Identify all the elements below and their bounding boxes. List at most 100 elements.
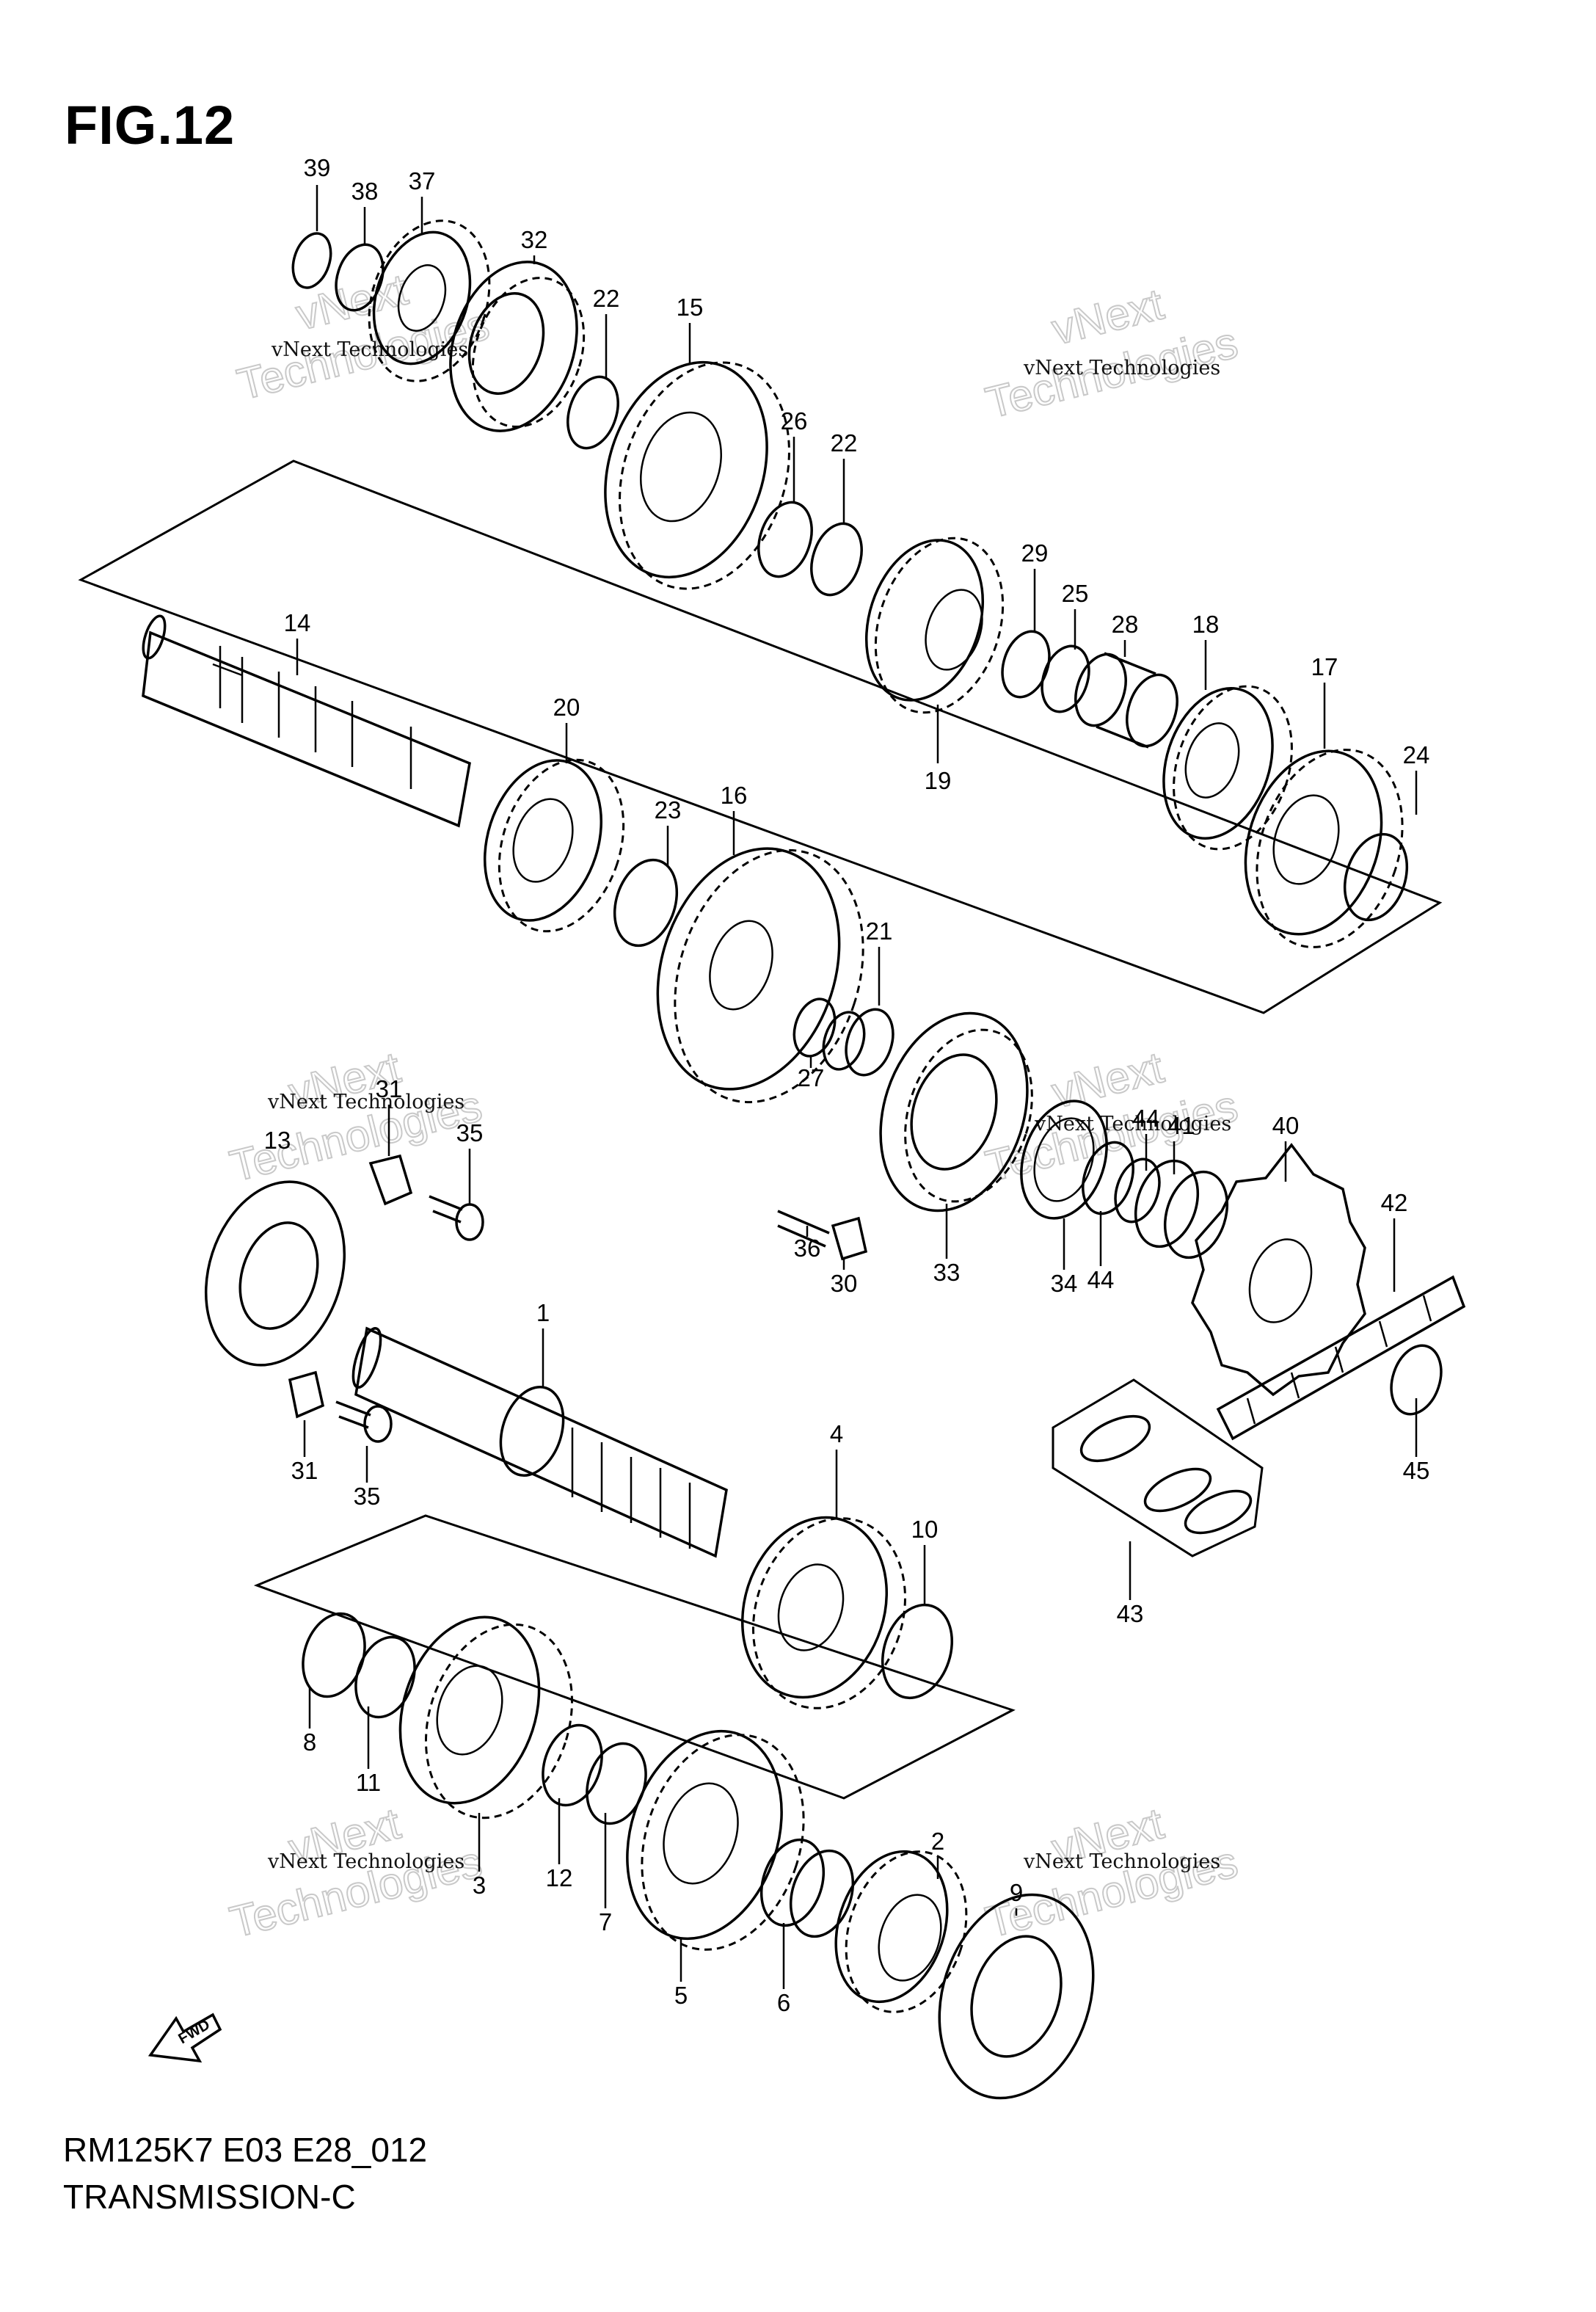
callout-25: 25 bbox=[1062, 580, 1089, 607]
callout-28: 28 bbox=[1112, 611, 1139, 638]
callout-17: 17 bbox=[1311, 653, 1338, 680]
chain-joint-43 bbox=[1079, 1414, 1253, 1535]
callout-31-a: 31 bbox=[376, 1075, 403, 1102]
circlip-39 bbox=[291, 232, 332, 289]
screw-head-35-bottom bbox=[363, 1405, 393, 1443]
callout-22-a: 22 bbox=[593, 285, 620, 312]
leader-lines bbox=[296, 185, 1418, 1989]
countershaft-frame bbox=[78, 459, 1443, 1014]
callout-22-b: 22 bbox=[831, 429, 858, 457]
watermark-top-right: Technologies vNext vNext Technologies bbox=[980, 278, 1243, 428]
callout-6: 6 bbox=[777, 1989, 790, 2016]
callout-12: 12 bbox=[546, 1864, 573, 1891]
gear-4 bbox=[740, 1516, 906, 1709]
gear-16 bbox=[656, 847, 864, 1104]
o-ring-44-a bbox=[1082, 1141, 1134, 1215]
callout-44-b: 44 bbox=[1087, 1266, 1115, 1293]
callout-7: 7 bbox=[599, 1908, 612, 1935]
callout-37: 37 bbox=[409, 167, 436, 195]
circlip-21 bbox=[845, 1008, 894, 1077]
svg-text:vNext Technologies: vNext Technologies bbox=[267, 1091, 464, 1113]
washer-8 bbox=[302, 1612, 366, 1698]
callout-30: 30 bbox=[831, 1270, 858, 1297]
gear-3 bbox=[398, 1615, 574, 1820]
retainer-30 bbox=[831, 1216, 868, 1261]
callout-40: 40 bbox=[1272, 1112, 1300, 1139]
bearing-9 bbox=[938, 1893, 1095, 2100]
callout-34: 34 bbox=[1051, 1270, 1078, 1297]
callout-39: 39 bbox=[304, 154, 331, 181]
circlip-29 bbox=[1001, 630, 1051, 699]
watermark-mid-left: Technologies vNext vNext Technologies bbox=[225, 1042, 487, 1191]
callout-23: 23 bbox=[655, 796, 682, 824]
callout-26: 26 bbox=[781, 407, 808, 435]
svg-text:vNext Technologies: vNext Technologies bbox=[271, 338, 468, 361]
callout-29: 29 bbox=[1021, 539, 1049, 567]
callout-43: 43 bbox=[1117, 1600, 1144, 1627]
callout-35-a: 35 bbox=[456, 1119, 484, 1146]
washer-23 bbox=[613, 858, 679, 948]
callout-18: 18 bbox=[1192, 611, 1220, 638]
retainer-31-top bbox=[368, 1154, 413, 1206]
svg-text:FWD: FWD bbox=[176, 2017, 213, 2048]
bearing-32 bbox=[449, 261, 586, 432]
gear-20 bbox=[483, 758, 625, 933]
callout-31-b: 31 bbox=[291, 1457, 318, 1484]
circlip-45 bbox=[1390, 1344, 1443, 1416]
bushing-26 bbox=[757, 501, 813, 578]
chain-42 bbox=[1216, 1275, 1466, 1441]
model-code: RM125K7 E03 E28_012 bbox=[63, 2131, 428, 2169]
bearing-13 bbox=[204, 1180, 346, 1367]
callout-14: 14 bbox=[284, 609, 311, 636]
callout-20: 20 bbox=[553, 694, 580, 721]
svg-text:vNext Technologies: vNext Technologies bbox=[1023, 1850, 1220, 1873]
gear-2 bbox=[834, 1850, 968, 2013]
driveshaft-frame bbox=[253, 1514, 1016, 1800]
callout-labels: 39 38 37 32 22 15 26 22 29 25 28 18 17 2… bbox=[264, 154, 1430, 2016]
callout-36: 36 bbox=[794, 1235, 821, 1262]
circlip-12 bbox=[542, 1723, 603, 1807]
callout-16: 16 bbox=[721, 782, 748, 809]
washer-7 bbox=[586, 1742, 647, 1825]
callout-38: 38 bbox=[351, 178, 379, 205]
callout-5: 5 bbox=[674, 1982, 688, 2009]
callout-45: 45 bbox=[1403, 1457, 1430, 1484]
callout-32: 32 bbox=[521, 226, 548, 253]
watermark-bottom-right: Technologies vNext vNext Technologies bbox=[980, 1797, 1243, 1947]
watermark-bottom-left: Technologies vNext vNext Technologies bbox=[225, 1797, 487, 1947]
callout-33: 33 bbox=[933, 1259, 961, 1286]
callout-19: 19 bbox=[925, 767, 952, 794]
spacer-41 bbox=[1134, 1159, 1229, 1259]
callout-27: 27 bbox=[798, 1064, 825, 1091]
callout-15: 15 bbox=[677, 294, 704, 321]
oil-seal-34 bbox=[1020, 1099, 1108, 1220]
bushing-10 bbox=[881, 1603, 954, 1700]
o-ring-44-b bbox=[1114, 1157, 1161, 1224]
callout-24: 24 bbox=[1403, 741, 1430, 768]
fwd-arrow-icon: FWD bbox=[147, 2013, 222, 2063]
callout-2: 2 bbox=[931, 1828, 944, 1855]
screw-head-35-top bbox=[455, 1203, 484, 1241]
washer-25 bbox=[1041, 644, 1090, 713]
callout-3: 3 bbox=[473, 1872, 486, 1899]
bushing-28 bbox=[1074, 652, 1178, 749]
callout-21: 21 bbox=[866, 917, 893, 945]
callout-8: 8 bbox=[303, 1728, 316, 1756]
callout-35-b: 35 bbox=[354, 1483, 381, 1510]
retainer-31-bottom bbox=[288, 1370, 325, 1419]
circlip-11 bbox=[354, 1635, 416, 1719]
svg-text:vNext Technologies: vNext Technologies bbox=[1023, 357, 1220, 379]
callout-13: 13 bbox=[264, 1127, 291, 1154]
gear-15 bbox=[604, 360, 790, 590]
callout-1: 1 bbox=[536, 1299, 550, 1326]
gear-19 bbox=[864, 537, 1005, 714]
mainshaft-1 bbox=[351, 1326, 728, 1558]
figure-title: FIG.12 bbox=[65, 95, 236, 156]
callout-4: 4 bbox=[830, 1420, 843, 1447]
callout-41: 41 bbox=[1168, 1112, 1195, 1139]
needle-bearing-6 bbox=[759, 1838, 855, 1938]
callout-9: 9 bbox=[1010, 1879, 1023, 1906]
countershaft-14 bbox=[142, 614, 471, 828]
